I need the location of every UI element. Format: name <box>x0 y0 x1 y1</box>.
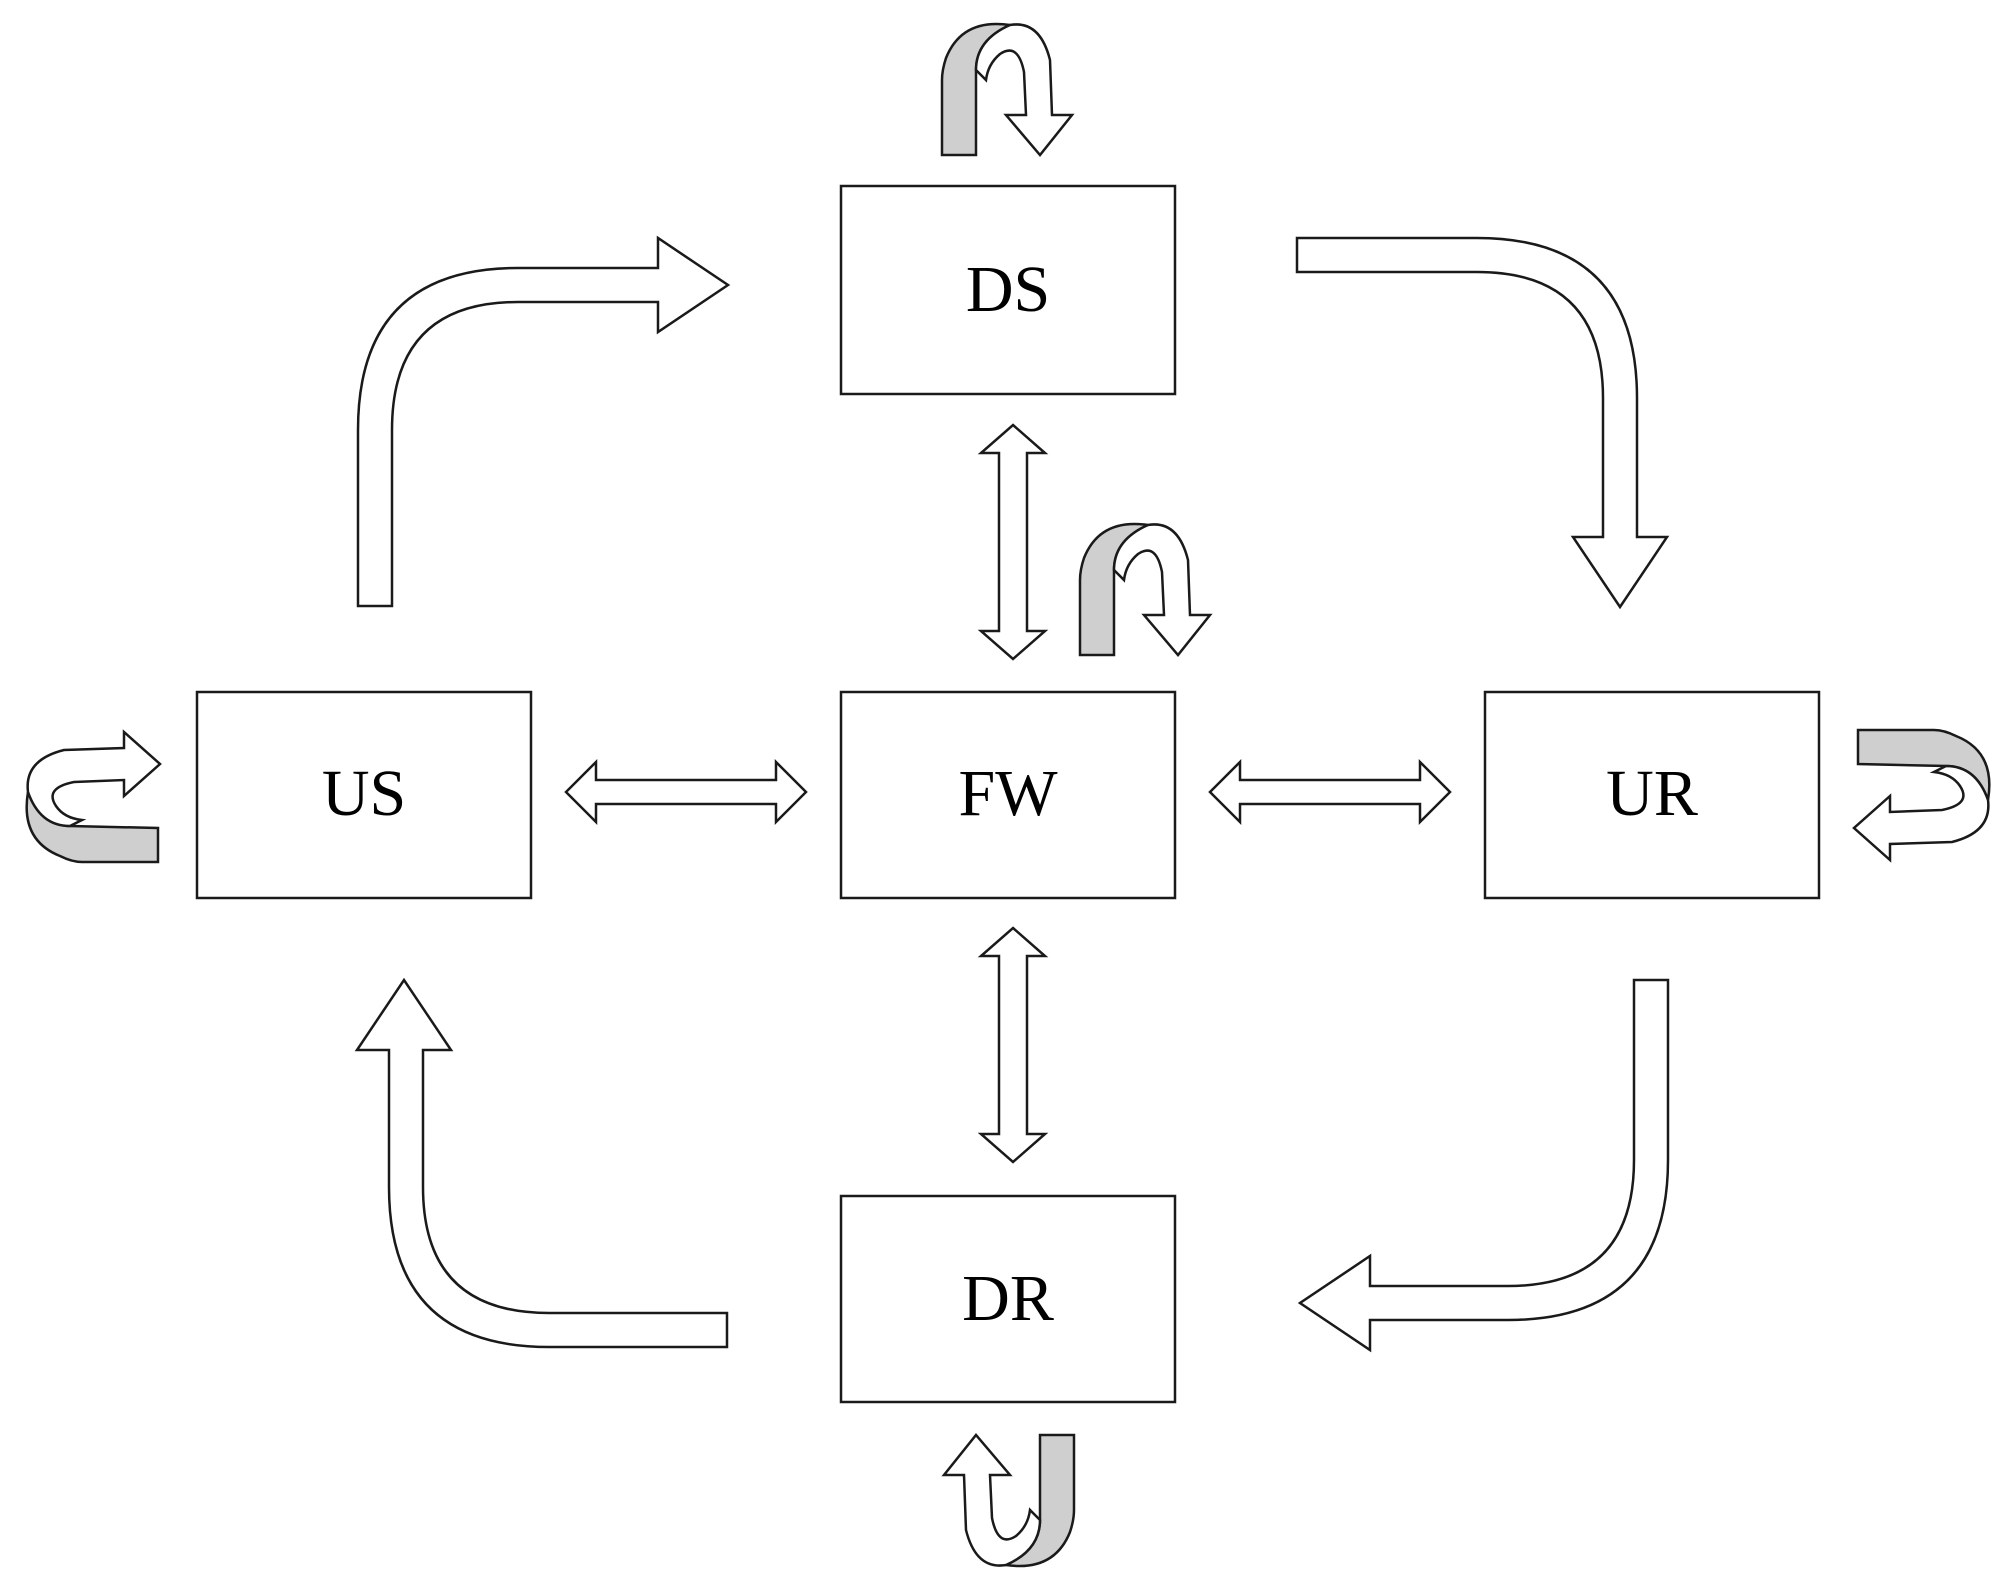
state-label-dr: DR <box>962 1262 1054 1335</box>
state-box-fw: FW <box>839 690 1177 900</box>
state-label-ur: UR <box>1606 757 1698 830</box>
flow-arrow-us-to-ds <box>356 235 731 608</box>
bidirectional-arrow-fw-ur <box>1208 758 1452 826</box>
state-label-us: US <box>322 757 406 830</box>
state-box-dr: DR <box>839 1194 1177 1404</box>
state-box-us: US <box>195 690 533 900</box>
flow-arrow-ur-to-dr <box>1297 978 1670 1353</box>
state-label-fw: FW <box>959 757 1059 830</box>
self-loop-dr <box>941 1433 1076 1568</box>
self-loop-us <box>25 729 162 864</box>
self-loop-ur <box>1852 728 1991 863</box>
state-label-ds: DS <box>966 253 1050 326</box>
state-box-ds: DS <box>839 184 1177 396</box>
self-loop-fw <box>1078 522 1213 657</box>
flow-arrow-ds-to-ur <box>1295 236 1670 610</box>
flow-arrow-dr-to-us <box>354 977 729 1349</box>
bidirectional-arrow-fw-dr <box>977 926 1049 1164</box>
self-loop-ds <box>940 22 1075 157</box>
state-box-ur: UR <box>1483 690 1821 900</box>
bidirectional-arrow-ds-fw <box>977 423 1049 661</box>
bidirectional-arrow-us-fw <box>564 758 808 826</box>
